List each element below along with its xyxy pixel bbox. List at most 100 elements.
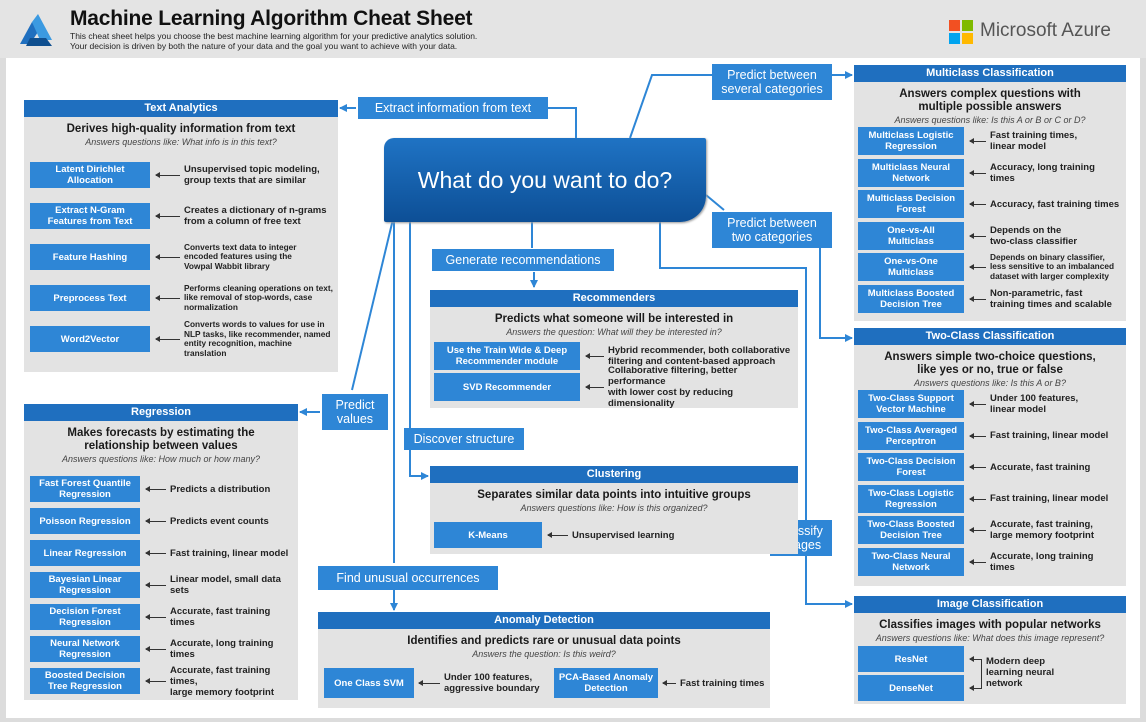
algorithm-description-line: entity recognition, machine [184,338,292,348]
algorithm-button[interactable]: DenseNet [858,675,964,701]
algorithm-description-line: Accuracy, fast training times [990,198,1120,210]
algorithm-description-line: Fast training, linear model [990,430,1109,441]
algorithm-description-text: Accurate, fast training times,large memo… [170,665,294,698]
row-arrow-icon [418,680,440,686]
algorithm-name: SVD Recommender [463,382,551,393]
algorithm-description-line: Converts text data to integer [184,241,297,252]
goal-unusual[interactable]: Find unusual occurrences [318,566,498,590]
algorithm-button[interactable]: ResNet [858,646,964,672]
row-arrow-icon [969,495,986,502]
algorithm-name-line: Recommender module [455,356,559,367]
algorithm-description: Under 100 features,linear model [990,390,1122,418]
panel-description: Answers simple two-choice questions,like… [854,351,1126,377]
connector-clustering [409,222,429,480]
algorithm-button[interactable]: SVD Recommender [434,373,580,401]
goal-two-categories[interactable]: Predict between two categories [712,212,832,248]
row-arrow-icon [969,232,986,239]
algorithm-description-text: Fast training, linear model [170,548,288,559]
connector-text-analytics [548,107,577,138]
algorithm-button[interactable]: Linear Regression [30,540,140,566]
algorithm-description-line: Fast training, linear model [170,547,289,559]
algorithm-button[interactable]: Poisson Regression [30,508,140,534]
algorithm-name-line: Forest [896,204,926,215]
center-question-box[interactable]: What do you want to do? [384,138,706,222]
panel-description-line: Answers complex questions with [899,88,1081,100]
algorithm-name: K-Means [468,530,508,541]
algorithm-description: Unsupervised topic modeling,group texts … [184,162,334,188]
algorithm-name-line: Boosted Decision [44,670,126,681]
algorithm-name-line: Regression [885,498,937,510]
algorithm-button[interactable]: Feature Hashing [30,244,150,270]
panel-description-line: Answers simple two-choice questions, [884,351,1096,363]
algorithm-description-line: translation [184,347,227,358]
panel-description: Derives high-quality information from te… [24,123,338,136]
algorithm-button[interactable]: One Class SVM [324,668,414,698]
algorithm-description-line: like removal of stop-words, case [184,292,313,303]
goal-recommendations[interactable]: Generate recommendations [432,249,614,271]
row-arrow-icon [969,527,986,533]
algorithm-description: Predicts event counts [170,508,294,534]
algorithm-description-line: Unsupervised learning [572,529,675,541]
goal-several-line-1: Predict between [727,68,817,82]
algorithm-button[interactable]: K-Means [434,522,542,548]
goal-extract-text[interactable]: Extract information from text [358,97,548,119]
algorithm-name: One Class SVM [334,678,404,689]
algorithm-name-line: Poisson Regression [39,515,131,527]
algorithm-name-line: Forest [896,467,926,478]
algorithm-description-line: Accurate, long training [990,550,1094,562]
panel-description-line: like yes or no, true or false [917,364,1063,376]
row-arrow-icon [969,138,986,144]
panel-description: Classifies images with popular networks [854,619,1126,632]
goal-discover-structure[interactable]: Discover structure [404,428,524,450]
algorithm-description-line: Fast training times, [990,130,1078,141]
algorithm-description-text: Collaborative filtering, better performa… [608,365,794,409]
algorithm-button[interactable]: Preprocess Text [30,285,150,311]
algorithm-description-text: Depends on binary classifier,less sensit… [990,252,1115,282]
goal-several-categories[interactable]: Predict between several categories [712,64,832,100]
algorithm-name-line: Extract N-Gram [55,205,125,216]
panel-question: Answers questions like: Is this A or B o… [894,115,1086,125]
algorithm-button[interactable]: Word2Vector [30,326,150,352]
goal-predict-values[interactable]: Predict values [322,394,388,430]
goal-extract-text-label: Extract information from text [374,101,532,115]
row-arrow-icon [969,656,982,662]
algorithm-description-line: less sensitive to an imbalanced [990,261,1115,272]
row-arrow-icon [969,401,986,407]
